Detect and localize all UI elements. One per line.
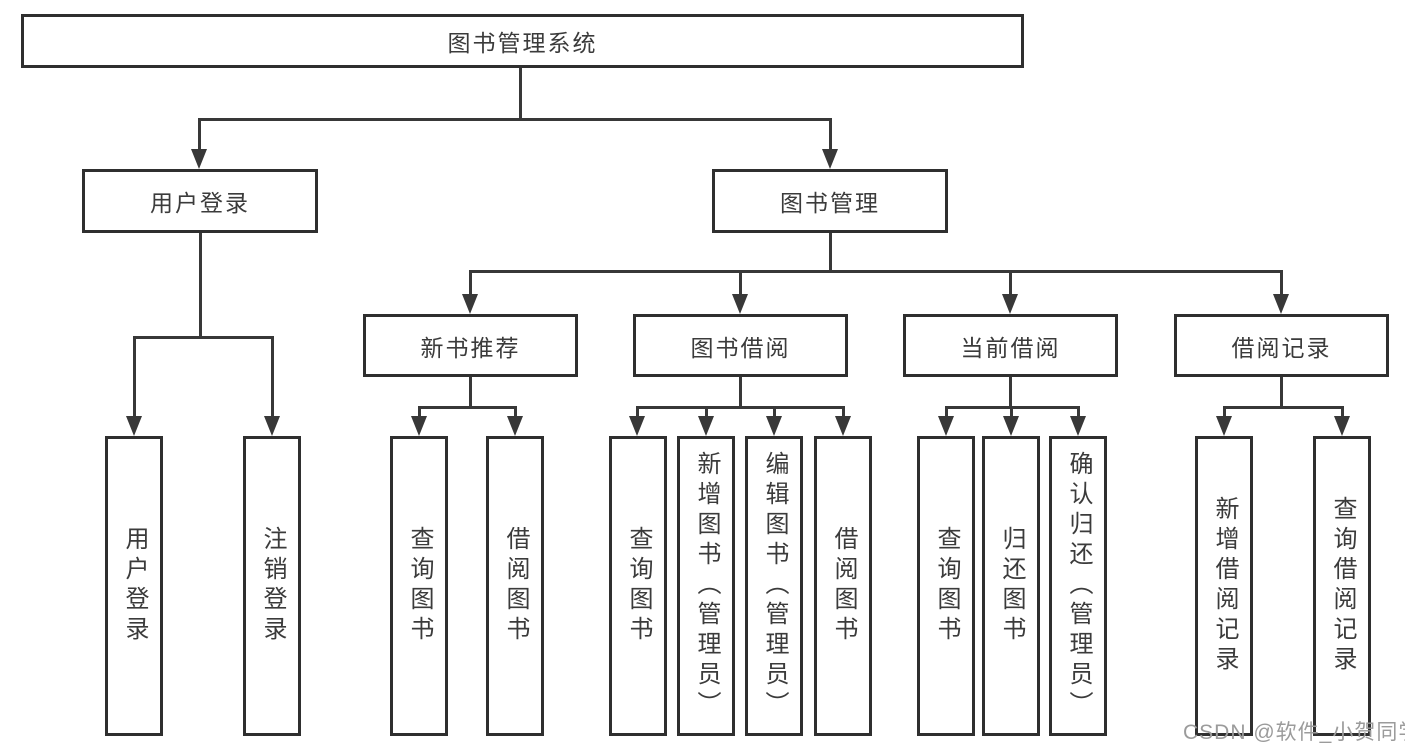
connector-line: [197, 121, 201, 149]
connector-line: [635, 409, 639, 417]
connector-arrow: [1334, 416, 1350, 436]
leaf-logout: 注销登录: [243, 436, 301, 736]
connector-line: [513, 409, 517, 417]
leaf-query-books-borrow: 查询图书: [609, 436, 667, 736]
node-user-login-label: 用户登录: [150, 190, 250, 216]
connector-line: [1222, 409, 1226, 417]
connector-arrow: [264, 416, 280, 436]
leaf-query-books-recommend-label: 查询图书: [406, 526, 433, 646]
node-borrow-records-label: 借阅记录: [1231, 334, 1332, 361]
leaf-edit-book-admin: 编辑图书（管理员）: [745, 436, 803, 736]
leaf-user-login: 用户登录: [105, 436, 163, 736]
connector-line: [1008, 377, 1012, 408]
connector-line: [738, 273, 742, 294]
connector-line: [772, 409, 776, 417]
leaf-query-books-current-label: 查询图书: [933, 526, 960, 646]
connector-arrow: [1003, 416, 1019, 436]
connector-arrow: [507, 416, 523, 436]
csdn-watermark: CSDN @软件_小贺同学: [1183, 721, 1405, 744]
connector-line: [417, 409, 421, 417]
connector-arrow: [126, 416, 142, 436]
leaf-confirm-return-admin: 确认归还（管理员）: [1049, 436, 1107, 736]
connector-line: [1340, 409, 1344, 417]
leaf-add-book-admin: 新增图书（管理员）: [677, 436, 735, 736]
leaf-borrow-books-recommend: 借阅图书: [486, 436, 544, 736]
leaf-logout-label: 注销登录: [259, 526, 286, 646]
connector-arrow: [1216, 416, 1232, 436]
leaf-add-book-admin-label: 新增图书（管理员）: [693, 451, 720, 721]
leaf-add-borrow-record-label: 新增借阅记录: [1211, 496, 1238, 676]
connector-line: [944, 406, 1080, 409]
connector-arrow: [822, 149, 838, 169]
connector-arrow: [732, 294, 748, 314]
leaf-borrow-books-borrow: 借阅图书: [814, 436, 872, 736]
connector-arrow: [766, 416, 782, 436]
connector-arrow: [1070, 416, 1086, 436]
node-root: 图书管理系统: [21, 14, 1024, 68]
connector-line: [635, 406, 845, 409]
connector-line: [944, 409, 948, 417]
node-book-management: 图书管理: [712, 169, 948, 233]
connector-line: [1009, 409, 1013, 417]
node-user-login: 用户登录: [82, 169, 318, 233]
connector-line: [518, 68, 522, 120]
connector-line: [132, 336, 274, 339]
connector-arrow: [938, 416, 954, 436]
leaf-add-borrow-record: 新增借阅记录: [1195, 436, 1253, 736]
connector-arrow: [629, 416, 645, 436]
leaf-edit-book-admin-label: 编辑图书（管理员）: [761, 451, 788, 721]
connector-line: [468, 270, 1283, 273]
node-book-management-label: 图书管理: [780, 190, 880, 216]
connector-line: [197, 118, 832, 121]
leaf-query-borrow-record: 查询借阅记录: [1313, 436, 1371, 736]
node-new-book-recommend-label: 新书推荐: [420, 334, 521, 361]
connector-line: [132, 339, 136, 416]
connector-line: [1076, 409, 1080, 417]
node-book-borrow: 图书借阅: [633, 314, 848, 377]
connector-line: [1008, 273, 1012, 294]
leaf-query-books-borrow-label: 查询图书: [625, 526, 652, 646]
leaf-borrow-books-borrow-label: 借阅图书: [830, 526, 857, 646]
connector-line: [270, 339, 274, 416]
connector-line: [738, 377, 742, 408]
connector-line: [1222, 406, 1344, 409]
connector-line: [468, 273, 472, 294]
connector-line: [198, 233, 202, 338]
leaf-confirm-return-admin-label: 确认归还（管理员）: [1065, 451, 1092, 721]
node-borrow-records: 借阅记录: [1174, 314, 1389, 377]
leaf-return-book: 归还图书: [982, 436, 1040, 736]
node-root-label: 图书管理系统: [447, 30, 598, 56]
connector-arrow: [1002, 294, 1018, 314]
node-new-book-recommend: 新书推荐: [363, 314, 578, 377]
node-current-borrow-label: 当前借阅: [960, 334, 1061, 361]
connector-arrow: [411, 416, 427, 436]
leaf-borrow-books-recommend-label: 借阅图书: [502, 526, 529, 646]
connector-arrow: [191, 149, 207, 169]
connector-arrow: [1273, 294, 1289, 314]
connector-line: [1279, 377, 1283, 408]
connector-line: [841, 409, 845, 417]
connector-line: [828, 233, 832, 273]
connector-line: [1279, 273, 1283, 294]
leaf-query-books-current: 查询图书: [917, 436, 975, 736]
connector-line: [704, 409, 708, 417]
connector-line: [417, 406, 517, 409]
node-book-borrow-label: 图书借阅: [690, 334, 791, 361]
node-current-borrow: 当前借阅: [903, 314, 1118, 377]
connector-line: [828, 121, 832, 149]
connector-line: [468, 377, 472, 408]
leaf-return-book-label: 归还图书: [998, 526, 1025, 646]
leaf-query-borrow-record-label: 查询借阅记录: [1329, 496, 1356, 676]
connector-arrow: [698, 416, 714, 436]
connector-arrow: [835, 416, 851, 436]
leaf-query-books-recommend: 查询图书: [390, 436, 448, 736]
leaf-user-login-label: 用户登录: [121, 526, 148, 646]
connector-arrow: [462, 294, 478, 314]
